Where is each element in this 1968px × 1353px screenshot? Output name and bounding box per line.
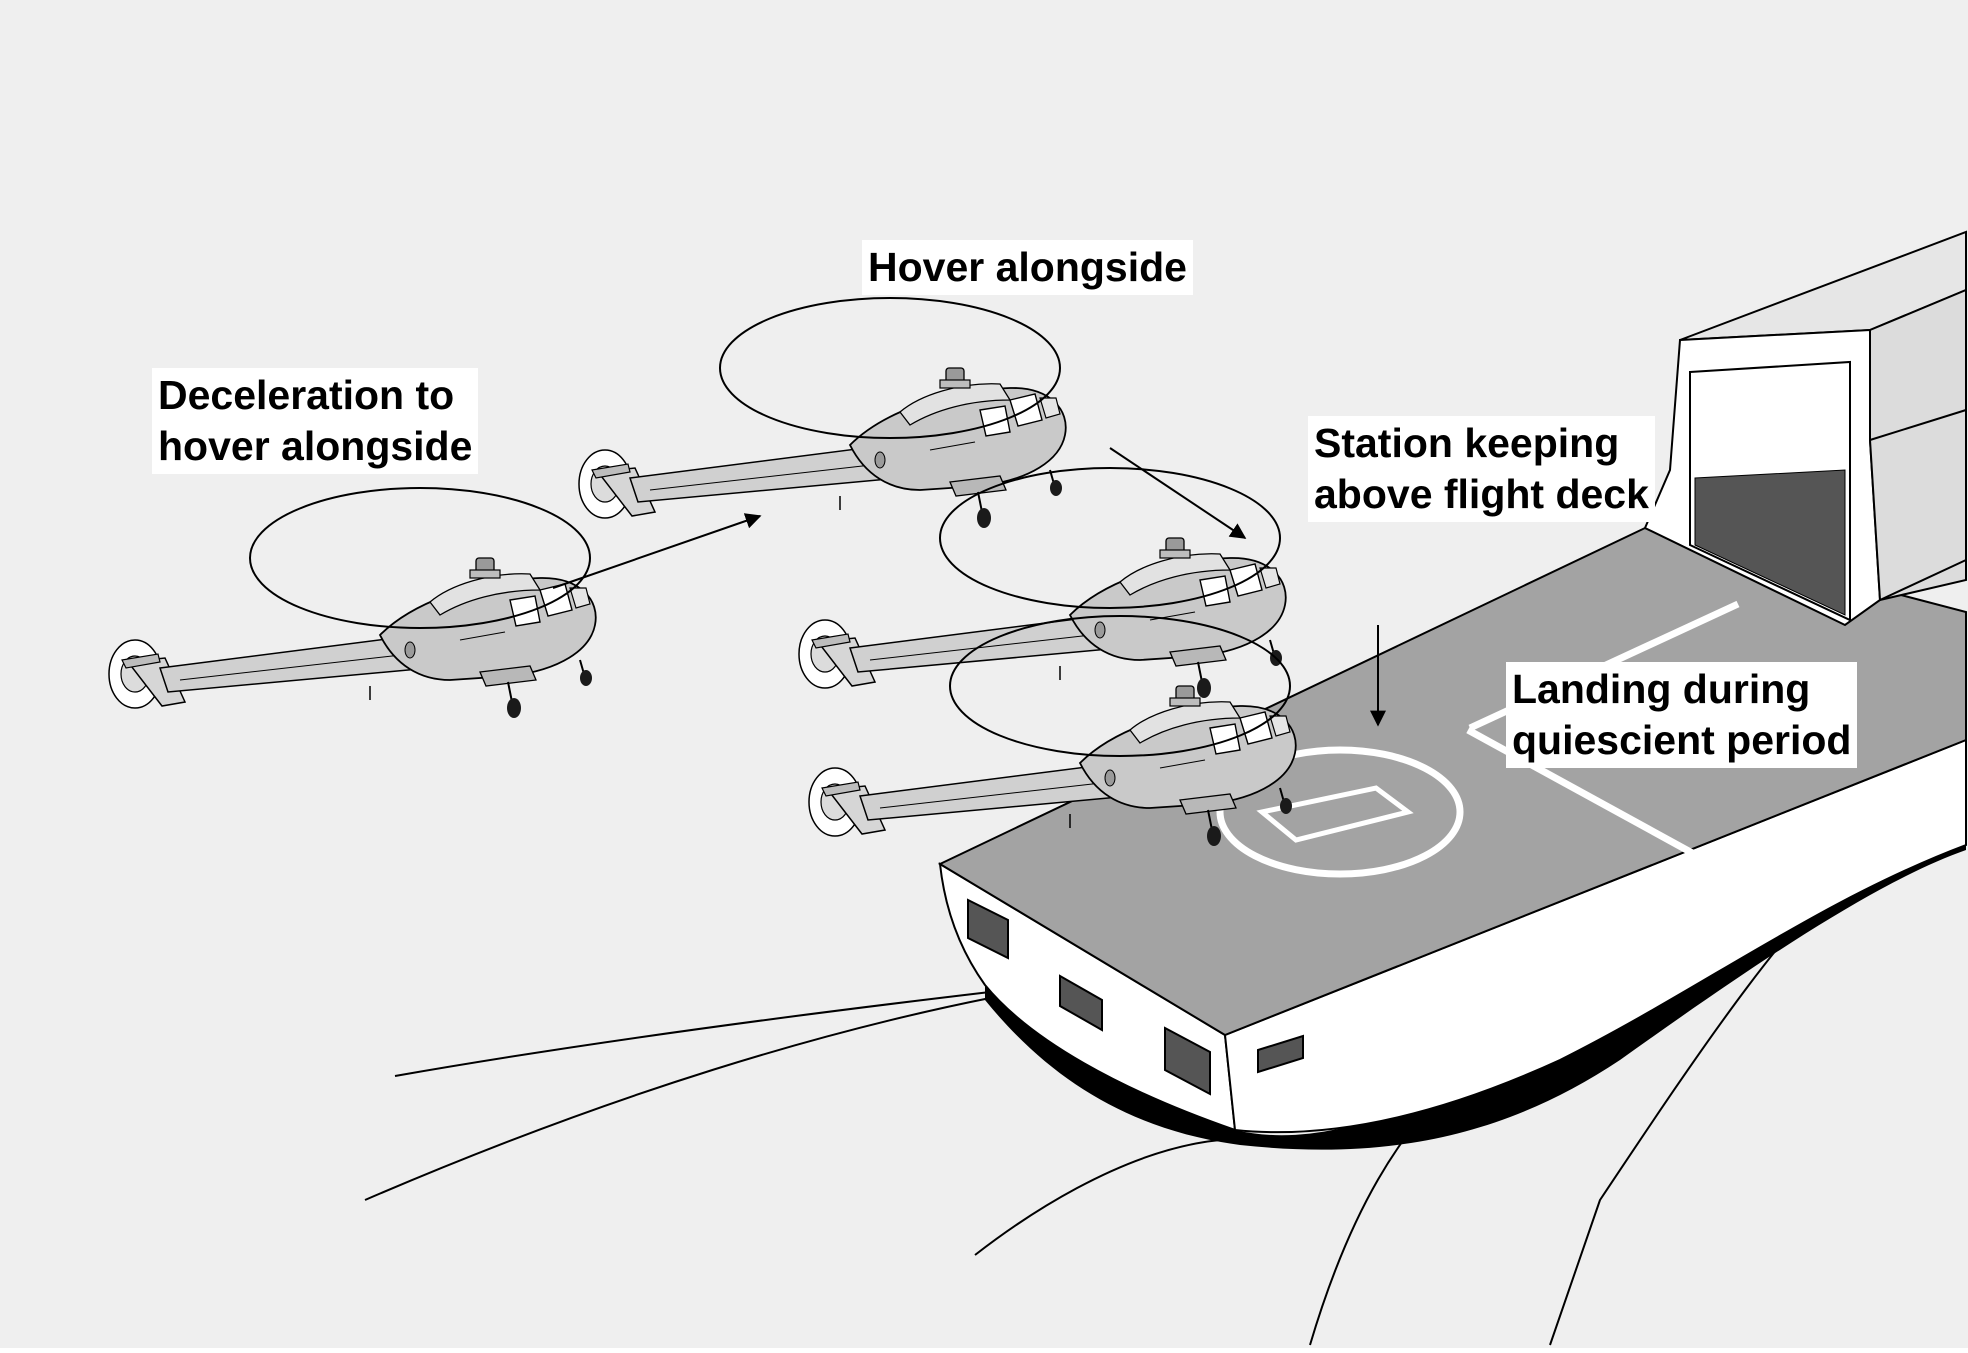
flight-deck bbox=[937, 526, 1967, 1037]
arrow-icon bbox=[552, 513, 762, 589]
hangar-edge bbox=[1879, 559, 1967, 601]
stern-window bbox=[967, 898, 1009, 960]
landing-box bbox=[1256, 785, 1414, 843]
label-line: hover alongside bbox=[158, 423, 473, 469]
arrow-icon bbox=[1109, 447, 1247, 539]
stern-window bbox=[1164, 1026, 1211, 1096]
hangar-door bbox=[1694, 469, 1846, 616]
hangar-edge bbox=[1869, 409, 1967, 441]
stern-window bbox=[1059, 974, 1103, 1032]
label-line: Station keeping bbox=[1314, 420, 1620, 466]
label-line: quiescient period bbox=[1512, 717, 1852, 763]
label-station-keeping: Station keeping above flight deck bbox=[1308, 416, 1655, 522]
label-line: Deceleration to bbox=[158, 372, 455, 418]
label-line: above flight deck bbox=[1314, 471, 1649, 517]
label-landing: Landing during quiescient period bbox=[1506, 662, 1858, 768]
wake-line bbox=[974, 1139, 1221, 1256]
wake-line bbox=[394, 991, 991, 1077]
label-hover: Hover alongside bbox=[862, 240, 1193, 295]
hull-window bbox=[1257, 1034, 1304, 1074]
ship bbox=[937, 230, 1967, 1150]
hull-side bbox=[1223, 738, 1967, 1134]
hangar-side bbox=[1869, 288, 1967, 602]
label-line: Landing during bbox=[1512, 666, 1811, 712]
wake-line bbox=[364, 997, 991, 1201]
landing-circle bbox=[1216, 746, 1464, 878]
label-deceleration: Deceleration to hover alongside bbox=[152, 368, 479, 474]
label-line: Hover alongside bbox=[868, 244, 1187, 290]
